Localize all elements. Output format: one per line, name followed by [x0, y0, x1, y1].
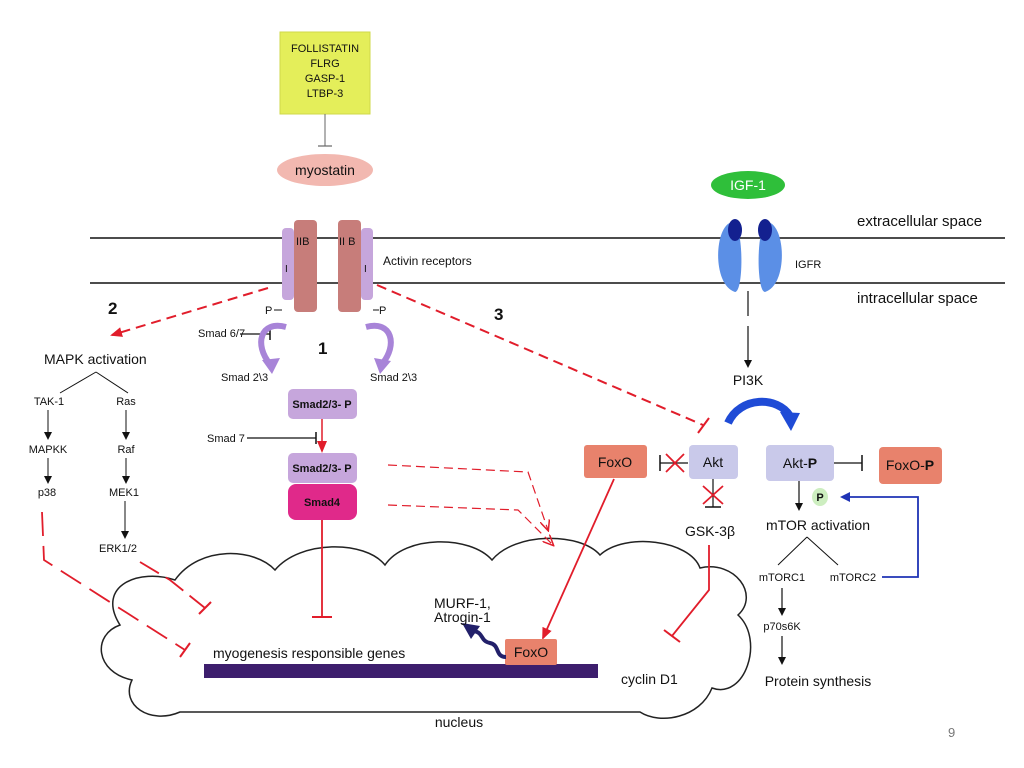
- smad67-label: Smad 6/7: [198, 328, 245, 340]
- pi3k-curve-arrow: [724, 397, 794, 425]
- receptor-iib-left-label: IIB: [296, 236, 309, 248]
- extracellular-label: extracellular space: [857, 213, 982, 230]
- pathway-number-2: 2: [108, 299, 117, 318]
- myostatin-node: [277, 154, 373, 186]
- receptor-iib-left: [294, 220, 317, 312]
- foxo-nucleus-label: FoxO: [514, 644, 548, 660]
- myostatin-label: myostatin: [295, 162, 355, 178]
- igf1-label: IGF-1: [730, 177, 766, 193]
- foxo-box: [584, 445, 647, 478]
- protein-synthesis-label: Protein synthesis: [765, 673, 872, 689]
- transcription-arrow: [473, 629, 507, 659]
- mtorc1-label: mTORC1: [759, 572, 805, 584]
- foxo-p-label: FoxO-P: [886, 457, 934, 473]
- receptor-i-left-label: I: [285, 264, 288, 275]
- cyclin-label: cyclin D1: [621, 671, 678, 687]
- mapk-p38: p38: [38, 487, 56, 499]
- smad23-right-label: Smad 2\3: [370, 372, 417, 384]
- smad7-label: Smad 7: [207, 433, 245, 445]
- pi3k-label: PI3K: [733, 372, 764, 388]
- igfr-label: IGFR: [795, 259, 821, 271]
- inhibitor-2: FLRG: [310, 58, 339, 70]
- mtor-activation-label: mTOR activation: [766, 517, 870, 533]
- pathway-number-3: 3: [494, 305, 503, 324]
- smad23-left-label: Smad 2\3: [221, 372, 268, 384]
- akt-p-label: Akt-P: [783, 455, 817, 471]
- mapk-mek1: MEK1: [109, 487, 139, 499]
- p-dot-label: P: [816, 492, 823, 504]
- igfr-right-head: [758, 219, 772, 241]
- akt-p-box: [766, 445, 834, 481]
- mapk-raf: Raf: [117, 444, 135, 456]
- mapk-erk12: ERK1/2: [99, 543, 137, 555]
- smad23p-label: Smad2/3- P: [292, 399, 351, 411]
- intracellular-label: intracellular space: [857, 290, 978, 307]
- smad23-curve-right: [365, 322, 394, 366]
- receptor-i-right: [361, 228, 373, 300]
- nucleus-cloud: [100, 537, 752, 719]
- gsk-label: GSK-3β: [685, 523, 735, 539]
- smad23p-box-2: [288, 453, 357, 483]
- p-left: P: [265, 305, 272, 317]
- foxo-p-box: [879, 447, 942, 484]
- inhibitor-box: [279, 31, 371, 115]
- mtorc2-label: mTORC2: [830, 572, 876, 584]
- p-right: P: [379, 305, 386, 317]
- smad23-curve-left: [258, 322, 287, 366]
- receptor-iib-right: [338, 220, 361, 312]
- igfr-left-head: [728, 219, 742, 241]
- smad4-label: Smad4: [304, 497, 341, 509]
- receptor-iib-right-label: II B: [339, 236, 356, 248]
- inhibitor-4: LTBP-3: [307, 88, 343, 100]
- p-dot: [812, 488, 828, 506]
- igf1-node: [711, 171, 785, 199]
- mapk-tak1: TAK-1: [34, 396, 64, 408]
- myogenesis-label: myogenesis responsible genes: [213, 645, 405, 661]
- smad4-box: [288, 484, 357, 520]
- p70s6k-label: p70s6K: [763, 621, 801, 633]
- foxo-label: FoxO: [598, 454, 632, 470]
- mapk-activation-label: MAPK activation: [44, 351, 147, 367]
- atrogin-label: Atrogin-1: [434, 609, 491, 625]
- slide-number: 9: [948, 725, 956, 740]
- smad23p-label-2: Smad2/3- P: [292, 463, 351, 475]
- dna-bar: [204, 664, 598, 678]
- receptor-i-right-label: I: [364, 264, 367, 275]
- akt-box: [689, 445, 738, 479]
- pathway-number-1: 1: [318, 339, 327, 358]
- nucleus-label: nucleus: [435, 714, 483, 730]
- inhibitor-3: GASP-1: [305, 73, 345, 85]
- receptor-i-left: [282, 228, 294, 300]
- inhibitor-1: FOLLISTATIN: [291, 43, 359, 55]
- murf-label: MURF-1,: [434, 595, 491, 611]
- foxo-nucleus-box: [505, 639, 557, 665]
- mapk-ras: Ras: [116, 396, 136, 408]
- smad23p-box: [288, 389, 357, 419]
- akt-label: Akt: [703, 454, 723, 470]
- activin-receptors-label: Activin receptors: [383, 254, 472, 268]
- mapk-mapkk: MAPKK: [29, 444, 68, 456]
